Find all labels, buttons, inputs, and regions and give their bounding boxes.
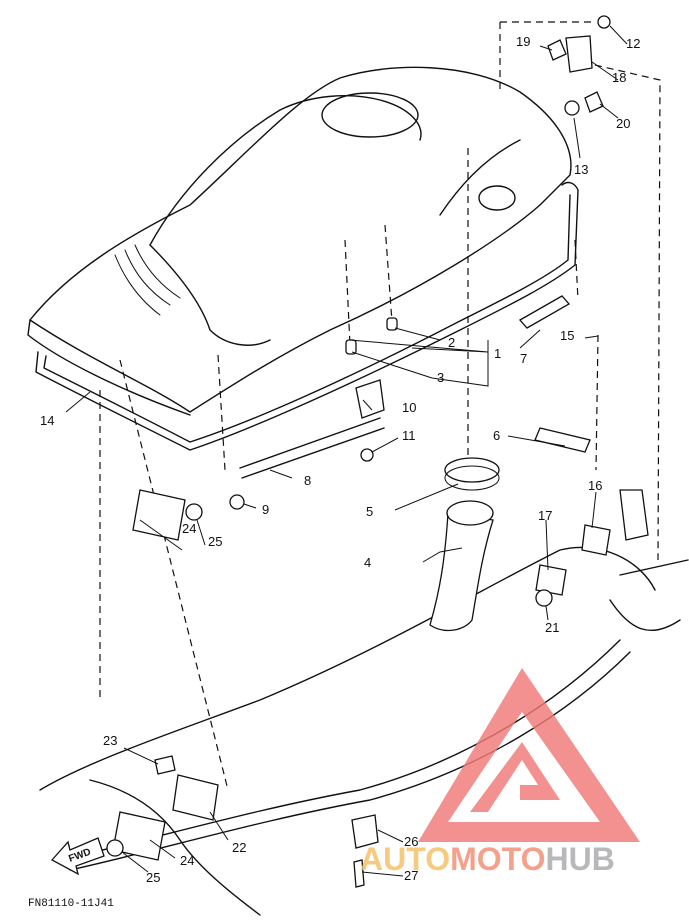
callout-24-lower: 24 bbox=[180, 853, 194, 868]
rod-8 bbox=[239, 417, 385, 479]
callout-15: 15 bbox=[560, 328, 574, 343]
plate-24-lower bbox=[112, 811, 166, 861]
callout-23: 23 bbox=[103, 733, 117, 748]
damper-2 bbox=[386, 317, 398, 331]
leader-lines bbox=[65, 25, 628, 877]
bolt-9 bbox=[229, 494, 245, 510]
fwd-arrow: FWD bbox=[50, 837, 105, 876]
callout-7: 7 bbox=[520, 351, 527, 366]
pin-27 bbox=[353, 859, 365, 888]
callout-13: 13 bbox=[574, 162, 588, 177]
callout-16: 16 bbox=[588, 478, 602, 493]
latch-18 bbox=[565, 35, 593, 73]
callout-17: 17 bbox=[538, 508, 552, 523]
callout-12: 12 bbox=[626, 36, 640, 51]
hinge-22 bbox=[172, 774, 219, 821]
nut-13 bbox=[564, 100, 580, 116]
callout-labels: 1 2 3 4 5 6 7 8 9 10 11 12 13 14 15 16 1… bbox=[40, 34, 640, 885]
plate-24-upper bbox=[132, 489, 186, 541]
nut-25-lower bbox=[106, 839, 124, 857]
watermark-triangle-icon bbox=[418, 668, 640, 842]
exhaust-pipe bbox=[429, 500, 494, 632]
watermark-wordmark: AUTOMOTOHUB bbox=[360, 841, 615, 877]
watermark-hub: HUB bbox=[545, 841, 614, 877]
plate-7 bbox=[518, 295, 571, 329]
callout-25-lower: 25 bbox=[146, 870, 160, 885]
callout-5: 5 bbox=[366, 504, 373, 519]
callout-9: 9 bbox=[262, 502, 269, 517]
washer-20 bbox=[584, 91, 604, 113]
callout-19: 19 bbox=[516, 34, 530, 49]
callout-1: 1 bbox=[494, 346, 501, 361]
reference-code: FN81110-11J41 bbox=[28, 898, 114, 910]
latch-16 bbox=[619, 489, 649, 541]
seat-assembly bbox=[27, 66, 572, 416]
nut-25-upper bbox=[185, 503, 203, 521]
bracket-26 bbox=[351, 814, 379, 849]
bolt-23 bbox=[154, 755, 176, 775]
bolt-11 bbox=[360, 448, 374, 462]
bolt-12 bbox=[597, 15, 611, 29]
seat-frame-rail bbox=[35, 181, 579, 451]
callout-24-upper: 24 bbox=[182, 521, 196, 536]
watermark-auto: AUTO bbox=[360, 841, 450, 877]
callout-22: 22 bbox=[232, 840, 246, 855]
bracket-17-b bbox=[535, 564, 567, 596]
strip-6 bbox=[534, 427, 591, 453]
callout-27: 27 bbox=[404, 868, 418, 883]
callout-6: 6 bbox=[493, 428, 500, 443]
assembly-guide-lines bbox=[99, 21, 661, 791]
callout-11: 11 bbox=[402, 428, 416, 443]
callout-4: 4 bbox=[364, 555, 371, 570]
callout-8: 8 bbox=[304, 473, 311, 488]
nut-21 bbox=[535, 589, 553, 607]
watermark-logo: AUTOMOTOHUB bbox=[360, 668, 640, 877]
callout-3: 3 bbox=[437, 370, 444, 385]
callout-10: 10 bbox=[402, 400, 416, 415]
watermark-moto: MOTO bbox=[450, 841, 545, 877]
callout-21: 21 bbox=[545, 620, 559, 635]
watermark-inner-mark-icon bbox=[470, 742, 560, 812]
damper-3 bbox=[345, 339, 357, 355]
small-parts bbox=[106, 15, 649, 888]
callout-18: 18 bbox=[612, 70, 626, 85]
bracket-19 bbox=[547, 39, 567, 61]
hose-clamp bbox=[444, 457, 500, 491]
bracket-17-a bbox=[581, 524, 611, 556]
callout-20: 20 bbox=[616, 116, 630, 131]
bracket-10 bbox=[355, 379, 385, 419]
callout-2: 2 bbox=[448, 335, 455, 350]
callout-14: 14 bbox=[40, 413, 54, 428]
callout-26: 26 bbox=[404, 834, 418, 849]
callout-25-upper: 25 bbox=[208, 534, 222, 549]
